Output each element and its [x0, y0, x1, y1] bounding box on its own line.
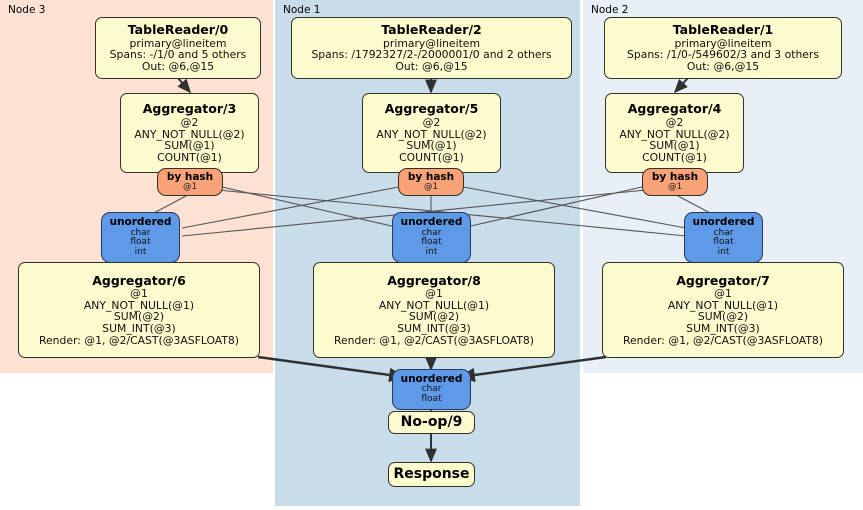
node-line: Out: @6,@15 [141, 60, 215, 74]
node-line: ANY_NOT_NULL(@2) [376, 127, 487, 141]
node-line: Spans: /1/0-/549602/3 and 3 others [627, 48, 819, 62]
node-line: ANY_NOT_NULL(@1) [378, 298, 490, 312]
node-by-hash-left[interactable]: by hash @1 [157, 168, 223, 196]
node-line: @1 [425, 287, 443, 301]
node-table-reader-1[interactable]: TableReader/1 primary@lineitem Spans: /1… [604, 17, 842, 79]
node-unordered-final[interactable]: unordered char float [392, 369, 471, 410]
node-line: Out: @6,@15 [395, 60, 468, 74]
node-aggregator-8[interactable]: Aggregator/8 @1 ANY_NOT_NULL(@1) SUM(@2)… [313, 262, 555, 358]
node-title: Aggregator/7 [676, 272, 770, 288]
node-aggregator-3[interactable]: Aggregator/3 @2 ANY_NOT_NULL(@2) SUM(@1)… [120, 93, 259, 173]
node-line: float [130, 237, 151, 248]
node-aggregator-5[interactable]: Aggregator/5 @2 ANY_NOT_NULL(@2) SUM(@1)… [362, 93, 501, 173]
node-title: unordered [400, 216, 463, 229]
node-line: char [421, 384, 442, 395]
panel-node-3-label: Node 3 [8, 4, 46, 16]
node-line: ANY_NOT_NULL(@2) [134, 127, 245, 141]
node-response[interactable]: Response [388, 462, 475, 487]
node-line: int [425, 247, 438, 258]
node-aggregator-4[interactable]: Aggregator/4 @2 ANY_NOT_NULL(@2) SUM(@1)… [605, 93, 744, 173]
node-title: Response [393, 465, 470, 482]
node-line: ANY_NOT_NULL(@1) [83, 298, 195, 312]
node-line: int [717, 247, 730, 258]
node-table-reader-0[interactable]: TableReader/0 primary@lineitem Spans: -/… [95, 17, 261, 79]
node-line: float [421, 237, 442, 248]
node-line: primary@lineitem [383, 36, 480, 50]
node-title: Aggregator/3 [142, 101, 237, 117]
node-line: Spans: -/1/0 and 5 others [109, 48, 247, 62]
node-title: No-op/9 [400, 413, 463, 430]
node-line: char [713, 227, 734, 238]
node-by-hash-right[interactable]: by hash @1 [642, 168, 708, 196]
node-line: primary@lineitem [129, 36, 227, 50]
node-title: TableReader/1 [672, 22, 774, 38]
node-no-op-9[interactable]: No-op/9 [388, 411, 475, 434]
node-title: TableReader/0 [127, 22, 229, 38]
node-line: SUM(@2) [408, 310, 460, 324]
node-title: by hash [166, 170, 214, 183]
node-unordered-left[interactable]: unordered char float int [101, 212, 180, 263]
node-title: Aggregator/5 [384, 101, 479, 117]
node-line: COUNT(@1) [399, 150, 464, 164]
node-line: SUM_INT(@3) [397, 322, 471, 336]
node-line: @2 [180, 115, 199, 129]
node-unordered-center[interactable]: unordered char float int [392, 212, 471, 263]
node-line: SUM_INT(@3) [102, 322, 176, 336]
node-aggregator-6[interactable]: Aggregator/6 @1 ANY_NOT_NULL(@1) SUM(@2)… [18, 262, 260, 358]
node-line: ANY_NOT_NULL(@1) [667, 298, 779, 312]
node-line: @1 [182, 182, 198, 193]
node-line: primary@lineitem [674, 36, 772, 50]
node-line: Render: @1, @2/CAST(@3ASFLOAT8) [333, 333, 535, 347]
node-title: unordered [400, 373, 463, 386]
node-line: Out: @6,@15 [686, 60, 760, 74]
node-line: SUM(@1) [164, 139, 215, 153]
node-by-hash-center[interactable]: by hash @1 [398, 168, 464, 196]
node-title: Aggregator/4 [627, 101, 722, 117]
node-unordered-right[interactable]: unordered char float int [684, 212, 763, 263]
node-title: Aggregator/8 [387, 272, 481, 288]
node-line: COUNT(@1) [157, 150, 222, 164]
node-title: by hash [407, 170, 455, 183]
node-line: SUM_INT(@3) [686, 322, 760, 336]
node-line: SUM(@2) [113, 310, 165, 324]
node-line: @1 [667, 182, 683, 193]
node-table-reader-2[interactable]: TableReader/2 primary@lineitem Spans: /1… [291, 17, 572, 79]
node-line: float [713, 237, 734, 248]
node-title: TableReader/2 [381, 22, 482, 38]
node-title: by hash [651, 170, 699, 183]
node-line: SUM(@2) [697, 310, 749, 324]
node-line: Spans: /1792327/2-/2000001/0 and 2 other… [311, 48, 552, 62]
node-aggregator-7[interactable]: Aggregator/7 @1 ANY_NOT_NULL(@1) SUM(@2)… [602, 262, 844, 358]
node-line: SUM(@1) [406, 139, 457, 153]
node-line: @1 [130, 287, 148, 301]
node-title: unordered [109, 216, 172, 229]
node-line: float [421, 394, 442, 405]
node-line: Render: @1, @2/CAST(@3ASFLOAT8) [38, 333, 240, 347]
node-line: @1 [423, 182, 439, 193]
node-line: ANY_NOT_NULL(@2) [619, 127, 730, 141]
node-line: COUNT(@1) [642, 150, 707, 164]
node-line: char [421, 227, 442, 238]
node-line: @2 [422, 115, 441, 129]
node-line: @1 [714, 287, 732, 301]
panel-node-1-label: Node 1 [283, 4, 321, 16]
node-title: unordered [692, 216, 755, 229]
node-line: SUM(@1) [649, 139, 700, 153]
node-line: @2 [665, 115, 684, 129]
node-title: Aggregator/6 [92, 272, 186, 288]
node-line: int [134, 247, 147, 258]
node-line: char [130, 227, 151, 238]
node-line: Render: @1, @2/CAST(@3ASFLOAT8) [622, 333, 824, 347]
panel-node-2-label: Node 2 [591, 4, 629, 16]
